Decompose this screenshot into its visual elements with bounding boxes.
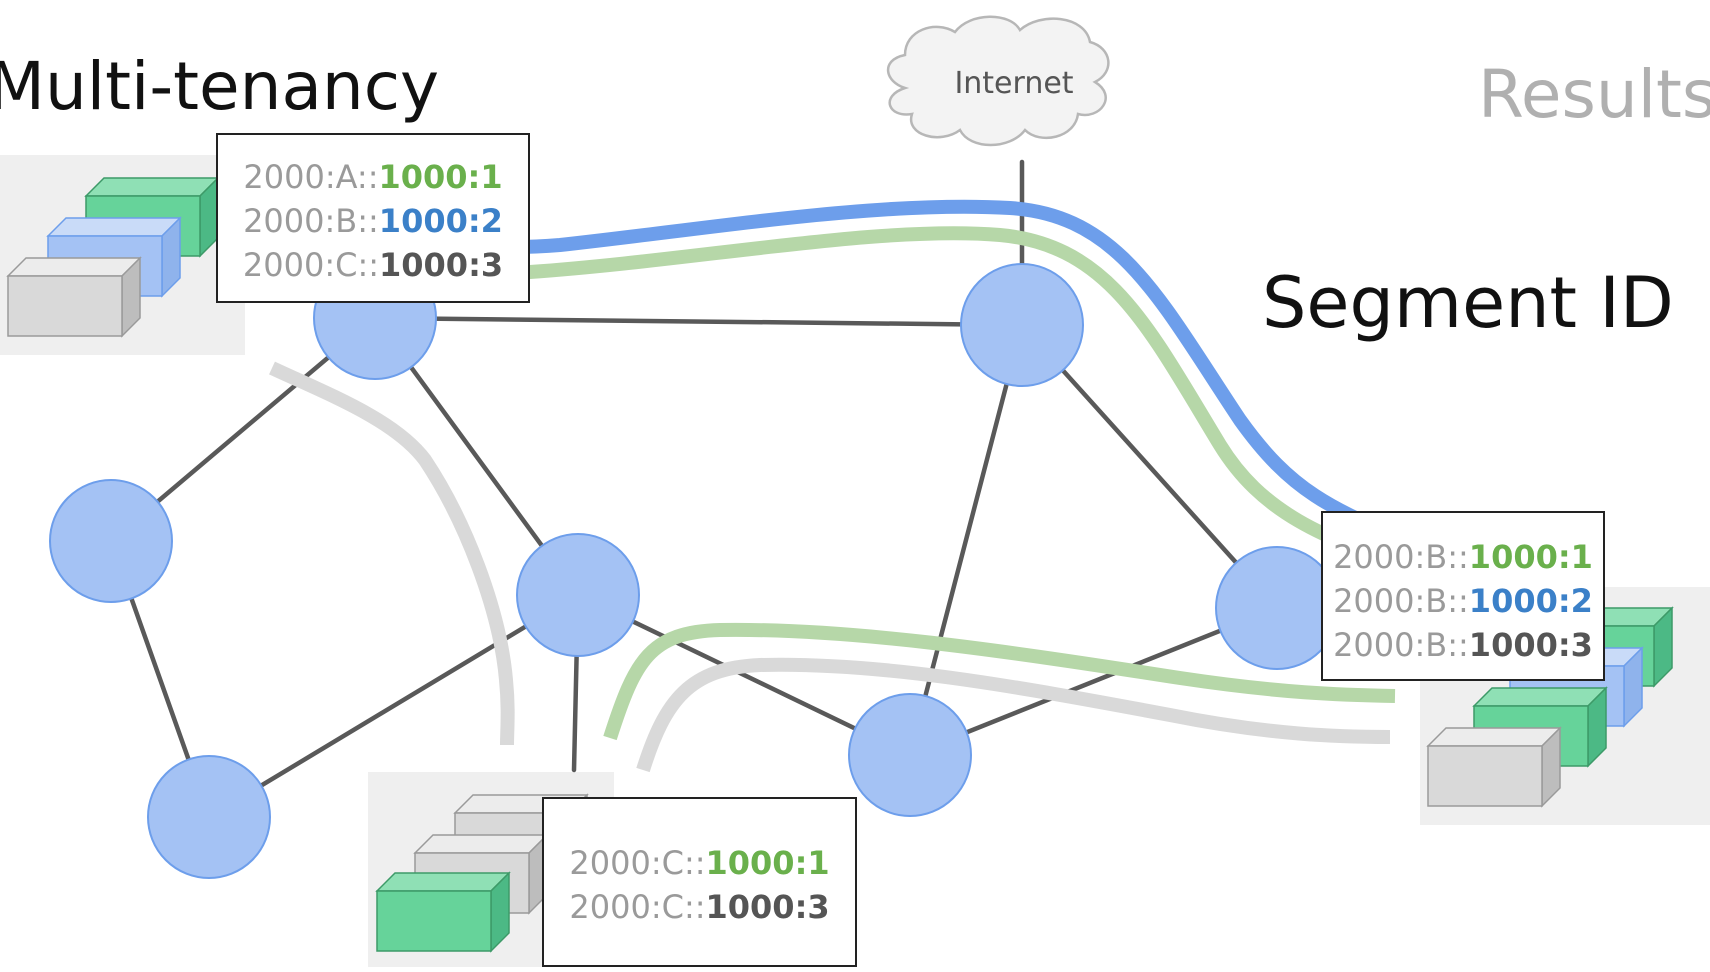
router-node [516, 533, 640, 657]
address-prefix: 2000:B:: [1333, 626, 1469, 664]
internet-cloud-icon [886, 15, 1110, 147]
segment-id-value: 1000:3 [379, 246, 504, 284]
segment-id-value: 1000:2 [1468, 582, 1593, 620]
server-icon [7, 257, 141, 337]
address-line: 2000:C::1000:3 [218, 243, 528, 287]
link [206, 592, 581, 820]
address-line: 2000:B::1000:1 [1323, 535, 1603, 579]
link [907, 605, 1280, 758]
address-prefix: 2000:C:: [242, 246, 379, 284]
address-line: 2000:A::1000:1 [218, 155, 528, 199]
address-prefix: 2000:C:: [569, 888, 706, 926]
address-box-bottom: 2000:C::1000:1 2000:C::1000:3 [542, 797, 857, 967]
address-prefix: 2000:B:: [243, 202, 379, 240]
address-prefix: 2000:C:: [569, 844, 706, 882]
router-node [848, 693, 972, 817]
page-title: Multi-tenancy [0, 48, 440, 125]
server-icon [376, 872, 510, 952]
address-prefix: 2000:B:: [1333, 582, 1469, 620]
segment-id-value: 1000:1 [378, 158, 503, 196]
segment-id-value: 1000:2 [378, 202, 503, 240]
address-line: 2000:B::1000:2 [1323, 579, 1603, 623]
green-tenant-path-lower [603, 622, 1396, 741]
router-node [49, 479, 173, 603]
address-prefix: 2000:B:: [1333, 538, 1469, 576]
segment-id-value: 1000:1 [705, 844, 830, 882]
address-box-top-left: 2000:A::1000:1 2000:B::1000:2 2000:C::10… [216, 133, 530, 303]
address-line: 2000:C::1000:3 [544, 885, 855, 929]
segment-id-heading: Segment ID [1262, 262, 1674, 344]
router-node [960, 263, 1084, 387]
link [1019, 322, 1280, 611]
router-node [147, 755, 271, 879]
link [372, 315, 1025, 328]
gray-tenant-path-lower [636, 657, 1391, 773]
address-line: 2000:B::1000:3 [1323, 623, 1603, 667]
link [907, 322, 1025, 758]
address-box-right: 2000:B::1000:1 2000:B::1000:2 2000:B::10… [1321, 511, 1605, 681]
address-prefix: 2000:A:: [243, 158, 379, 196]
next-slide-title: Results [1478, 56, 1710, 133]
server-icon [1427, 727, 1561, 807]
internet-label: Internet [954, 66, 1073, 101]
address-line: 2000:C::1000:1 [544, 841, 855, 885]
address-line: 2000:B::1000:2 [218, 199, 528, 243]
gray-tenant-path-left [269, 361, 515, 746]
segment-id-value: 1000:3 [1468, 626, 1593, 664]
router-node [1215, 546, 1339, 670]
segment-id-value: 1000:1 [1468, 538, 1593, 576]
segment-id-value: 1000:3 [705, 888, 830, 926]
